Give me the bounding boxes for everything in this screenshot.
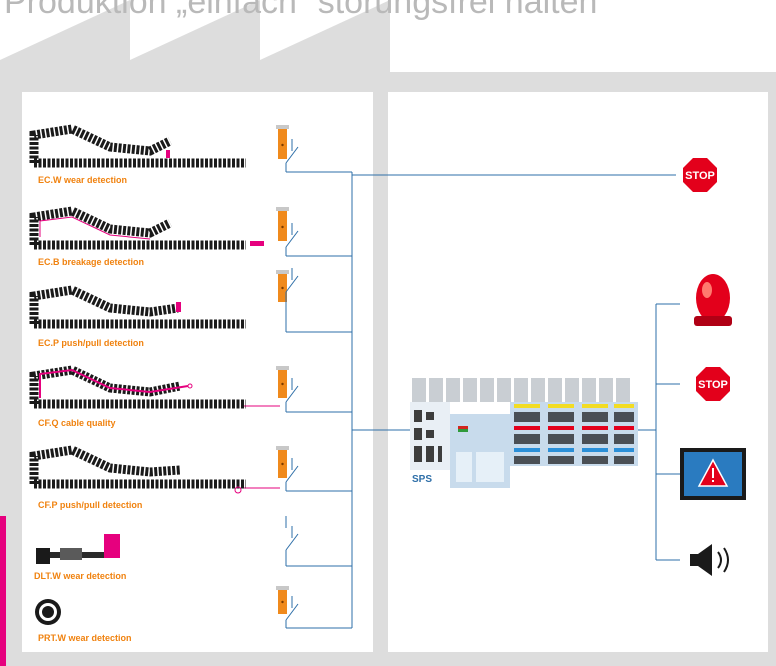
wiring	[286, 171, 680, 629]
energy-chain-icon	[29, 285, 246, 329]
sps-label: SPS	[412, 474, 432, 485]
orange-sensor-icon	[276, 586, 289, 614]
detector-row: EC.W wear detection	[29, 124, 299, 185]
warning-display-icon	[680, 448, 746, 500]
detector-row: CF.Q cable quality	[29, 365, 299, 428]
warning-beacon-icon	[694, 274, 732, 326]
plc-top-terminals	[412, 378, 630, 402]
plc-controller: SPS	[410, 378, 638, 488]
stop-text: STOP	[698, 379, 728, 391]
orange-sensor-icon	[276, 270, 289, 302]
switch-icon	[285, 378, 299, 412]
detector-label: CF.Q cable quality	[38, 418, 116, 428]
detector-row: CF.P push/pull detection	[29, 445, 299, 510]
detector-label: DLT.W wear detection	[34, 571, 126, 581]
energy-chain-icon	[29, 124, 246, 168]
energy-chain-icon	[29, 206, 264, 250]
rotary-ring-icon	[35, 599, 61, 625]
detector-row: DLT.W wear detection	[34, 516, 299, 581]
horn-speaker-icon	[690, 544, 729, 576]
detector-row: PRT.W wear detection	[35, 586, 299, 643]
orange-sensor-icon	[276, 207, 289, 241]
stop-sign-icon: STOP	[696, 367, 730, 401]
orange-sensor-icon	[276, 125, 289, 159]
energy-chain-icon	[29, 365, 246, 409]
accent-bar	[0, 516, 6, 666]
energy-chain-icon	[29, 445, 246, 494]
plc-ports	[414, 410, 442, 462]
switch-icon	[285, 458, 299, 491]
detector-label: PRT.W wear detection	[38, 633, 132, 643]
stop-text: STOP	[685, 170, 715, 182]
orange-sensor-icon	[276, 366, 289, 398]
plc-io-modules	[514, 404, 634, 464]
detector-row: EC.P push/pull detection	[29, 268, 299, 348]
detector-label: EC.W wear detection	[38, 175, 127, 185]
detector-label: EC.P push/pull detection	[38, 338, 144, 348]
detector-label: CF.P push/pull detection	[38, 500, 142, 510]
page-title: Produktion „einfach“ störungsfrei halten	[4, 0, 598, 21]
detector-row: EC.B breakage detection	[29, 206, 299, 267]
stop-sign-icon: STOP	[683, 158, 717, 192]
switch-icon	[285, 139, 299, 172]
linear-guide-icon	[36, 534, 120, 564]
detector-label: EC.B breakage detection	[38, 257, 144, 267]
switch-icon	[285, 596, 299, 628]
switch-icon	[285, 268, 299, 332]
orange-sensor-icon	[276, 446, 289, 478]
switch-icon	[285, 223, 299, 256]
switch-icon	[285, 516, 299, 566]
